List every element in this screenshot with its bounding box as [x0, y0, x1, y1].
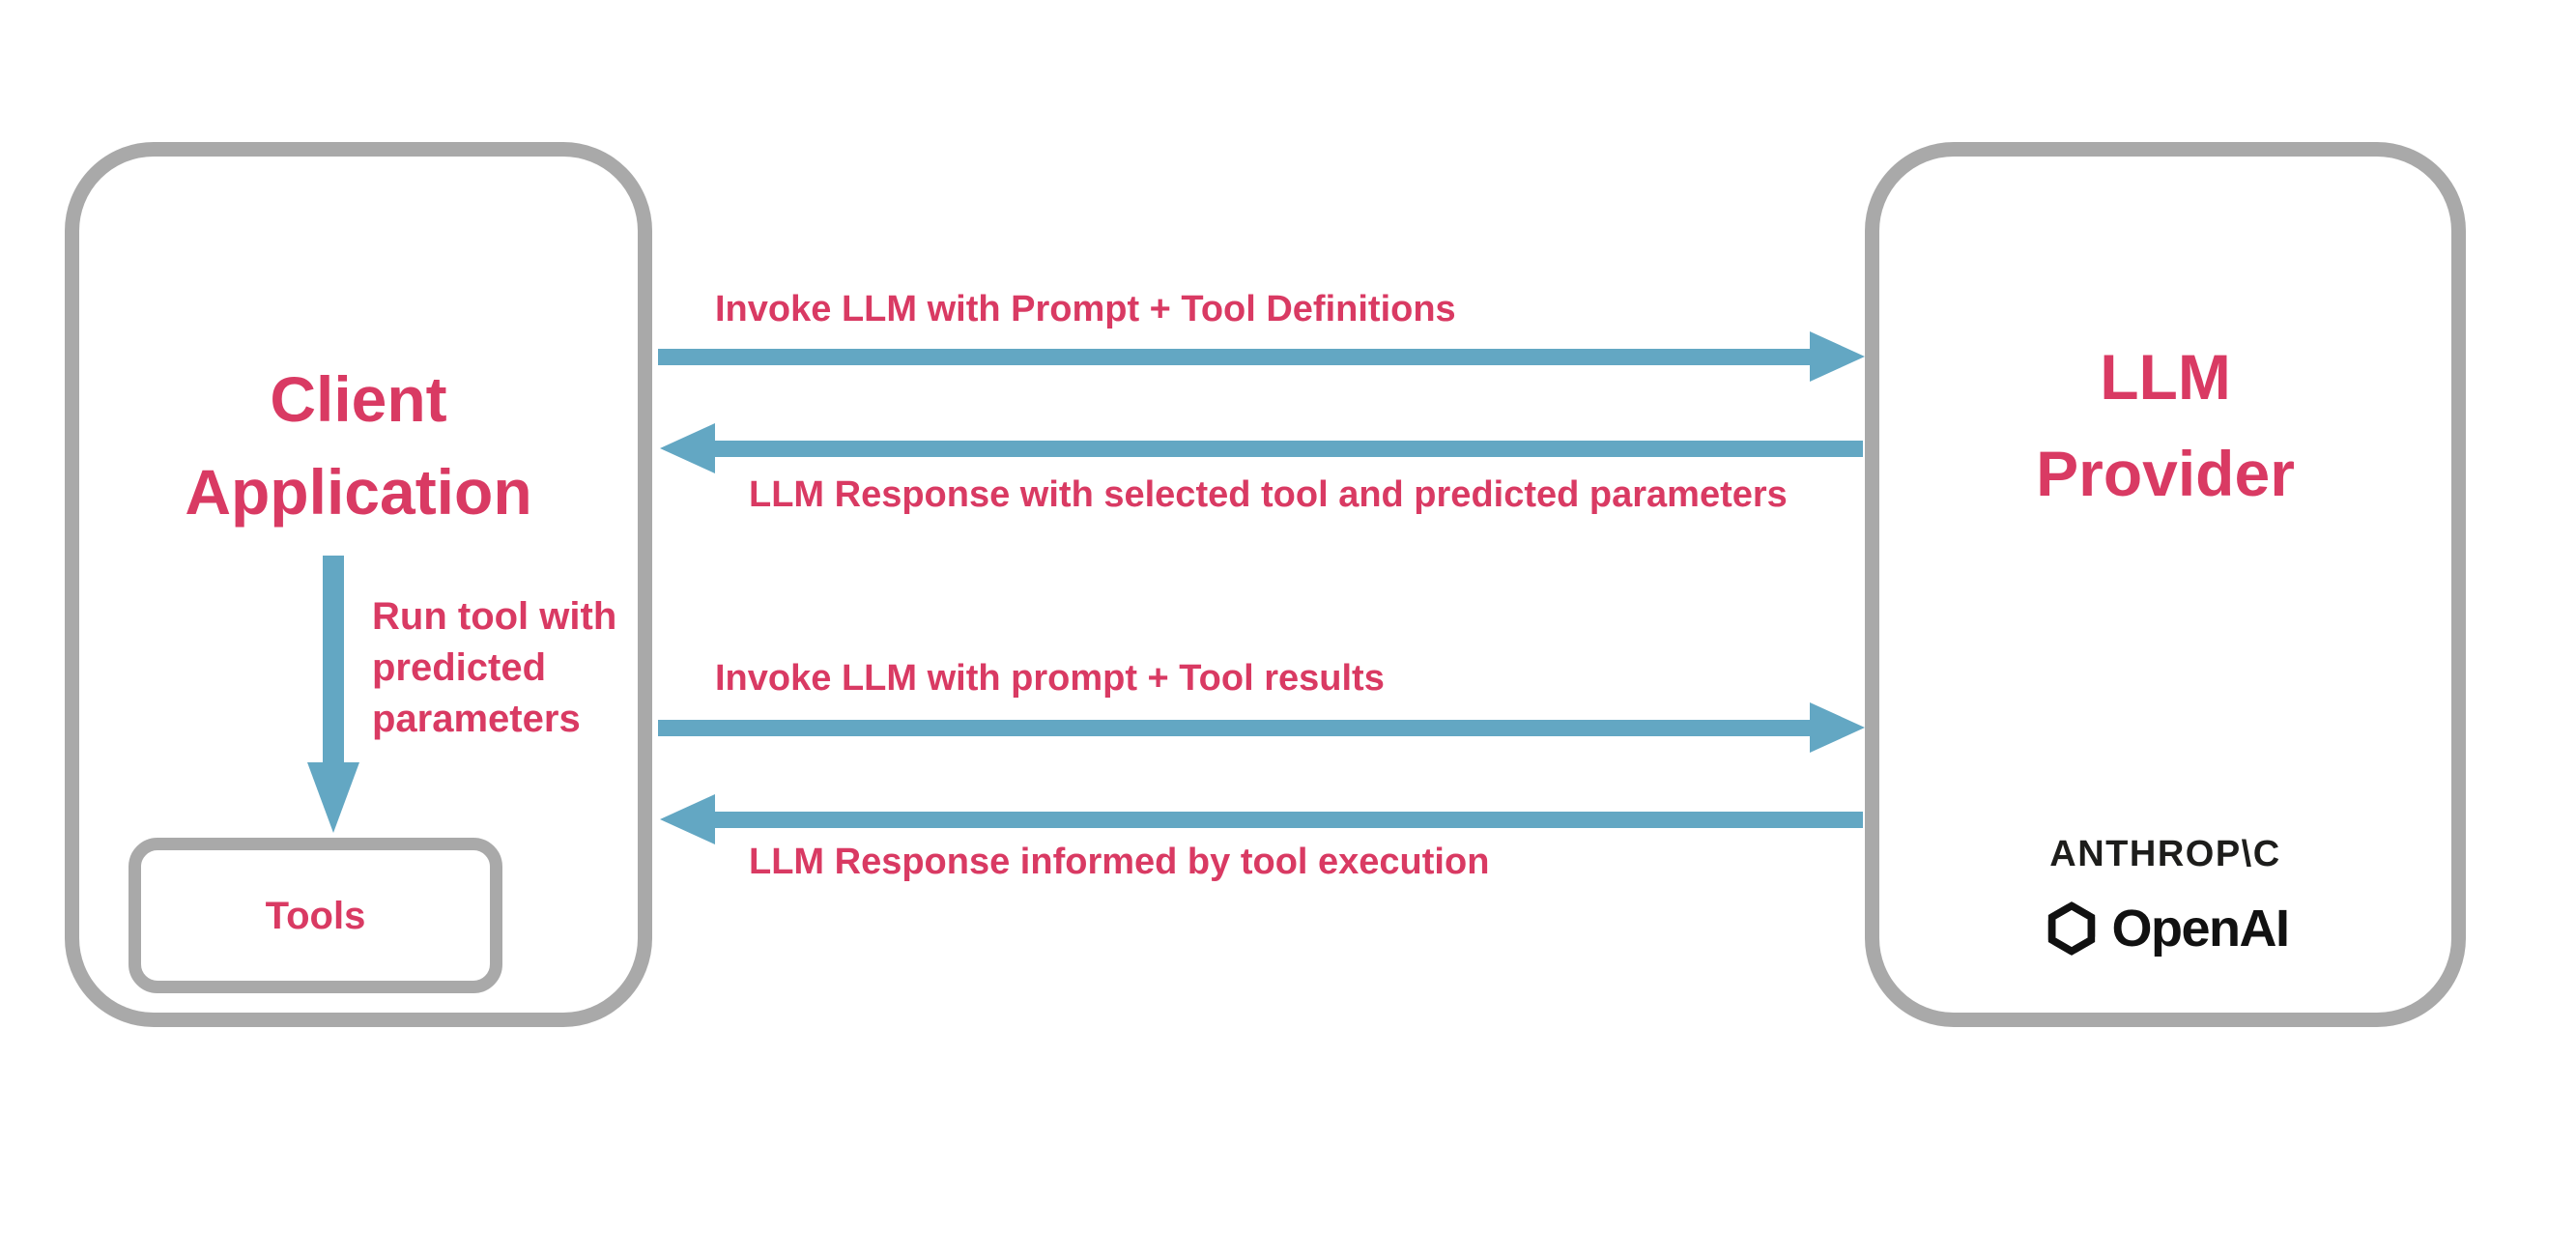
run-tool-label: Run tool with predicted parameters	[372, 595, 617, 740]
arrow-left-head-icon	[660, 794, 715, 844]
run-tool-arrow	[307, 556, 359, 833]
arrow-label-invoke-llm-results: Invoke LLM with prompt + Tool results	[715, 658, 1385, 699]
arrow-label-llm-response-informed: LLM Response informed by tool execution	[749, 842, 1490, 882]
arrow-shaft	[658, 720, 1810, 736]
llm-provider-title: LLM Provider	[2036, 341, 2295, 509]
arrow-shaft	[323, 556, 344, 762]
arrow-shaft	[658, 349, 1810, 365]
arrow-right-head-icon	[1810, 331, 1865, 382]
tools-label: Tools	[265, 894, 366, 937]
arrow-invoke-llm-results	[658, 702, 1865, 753]
anthropic-wordmark: ANTHROP\C	[2049, 834, 2281, 874]
llm-provider-logos: ANTHROP\C OpenAI	[1865, 833, 2466, 958]
arrow-right-head-icon	[1810, 702, 1865, 753]
arrow-invoke-llm-definitions	[658, 331, 1865, 382]
arrow-llm-response-informed	[660, 794, 1863, 844]
arrow-left-head-icon	[660, 423, 715, 473]
arrow-llm-response-selected-tool	[660, 423, 1863, 473]
tools-box: Tools	[129, 838, 502, 993]
client-application-title: Client Application	[185, 363, 532, 528]
arrow-down-head-icon	[307, 762, 359, 833]
openai-logo: OpenAI	[2042, 899, 2290, 958]
arrow-label-invoke-llm-definitions: Invoke LLM with Prompt + Tool Definition…	[715, 289, 1456, 329]
openai-wordmark: OpenAI	[2111, 900, 2290, 958]
arrow-shaft	[715, 812, 1863, 828]
arrow-label-llm-response-selected-tool: LLM Response with selected tool and pred…	[749, 474, 1788, 515]
llm-provider-box	[1865, 142, 2466, 1027]
arrow-shaft	[715, 441, 1863, 457]
openai-icon	[2048, 901, 2096, 956]
